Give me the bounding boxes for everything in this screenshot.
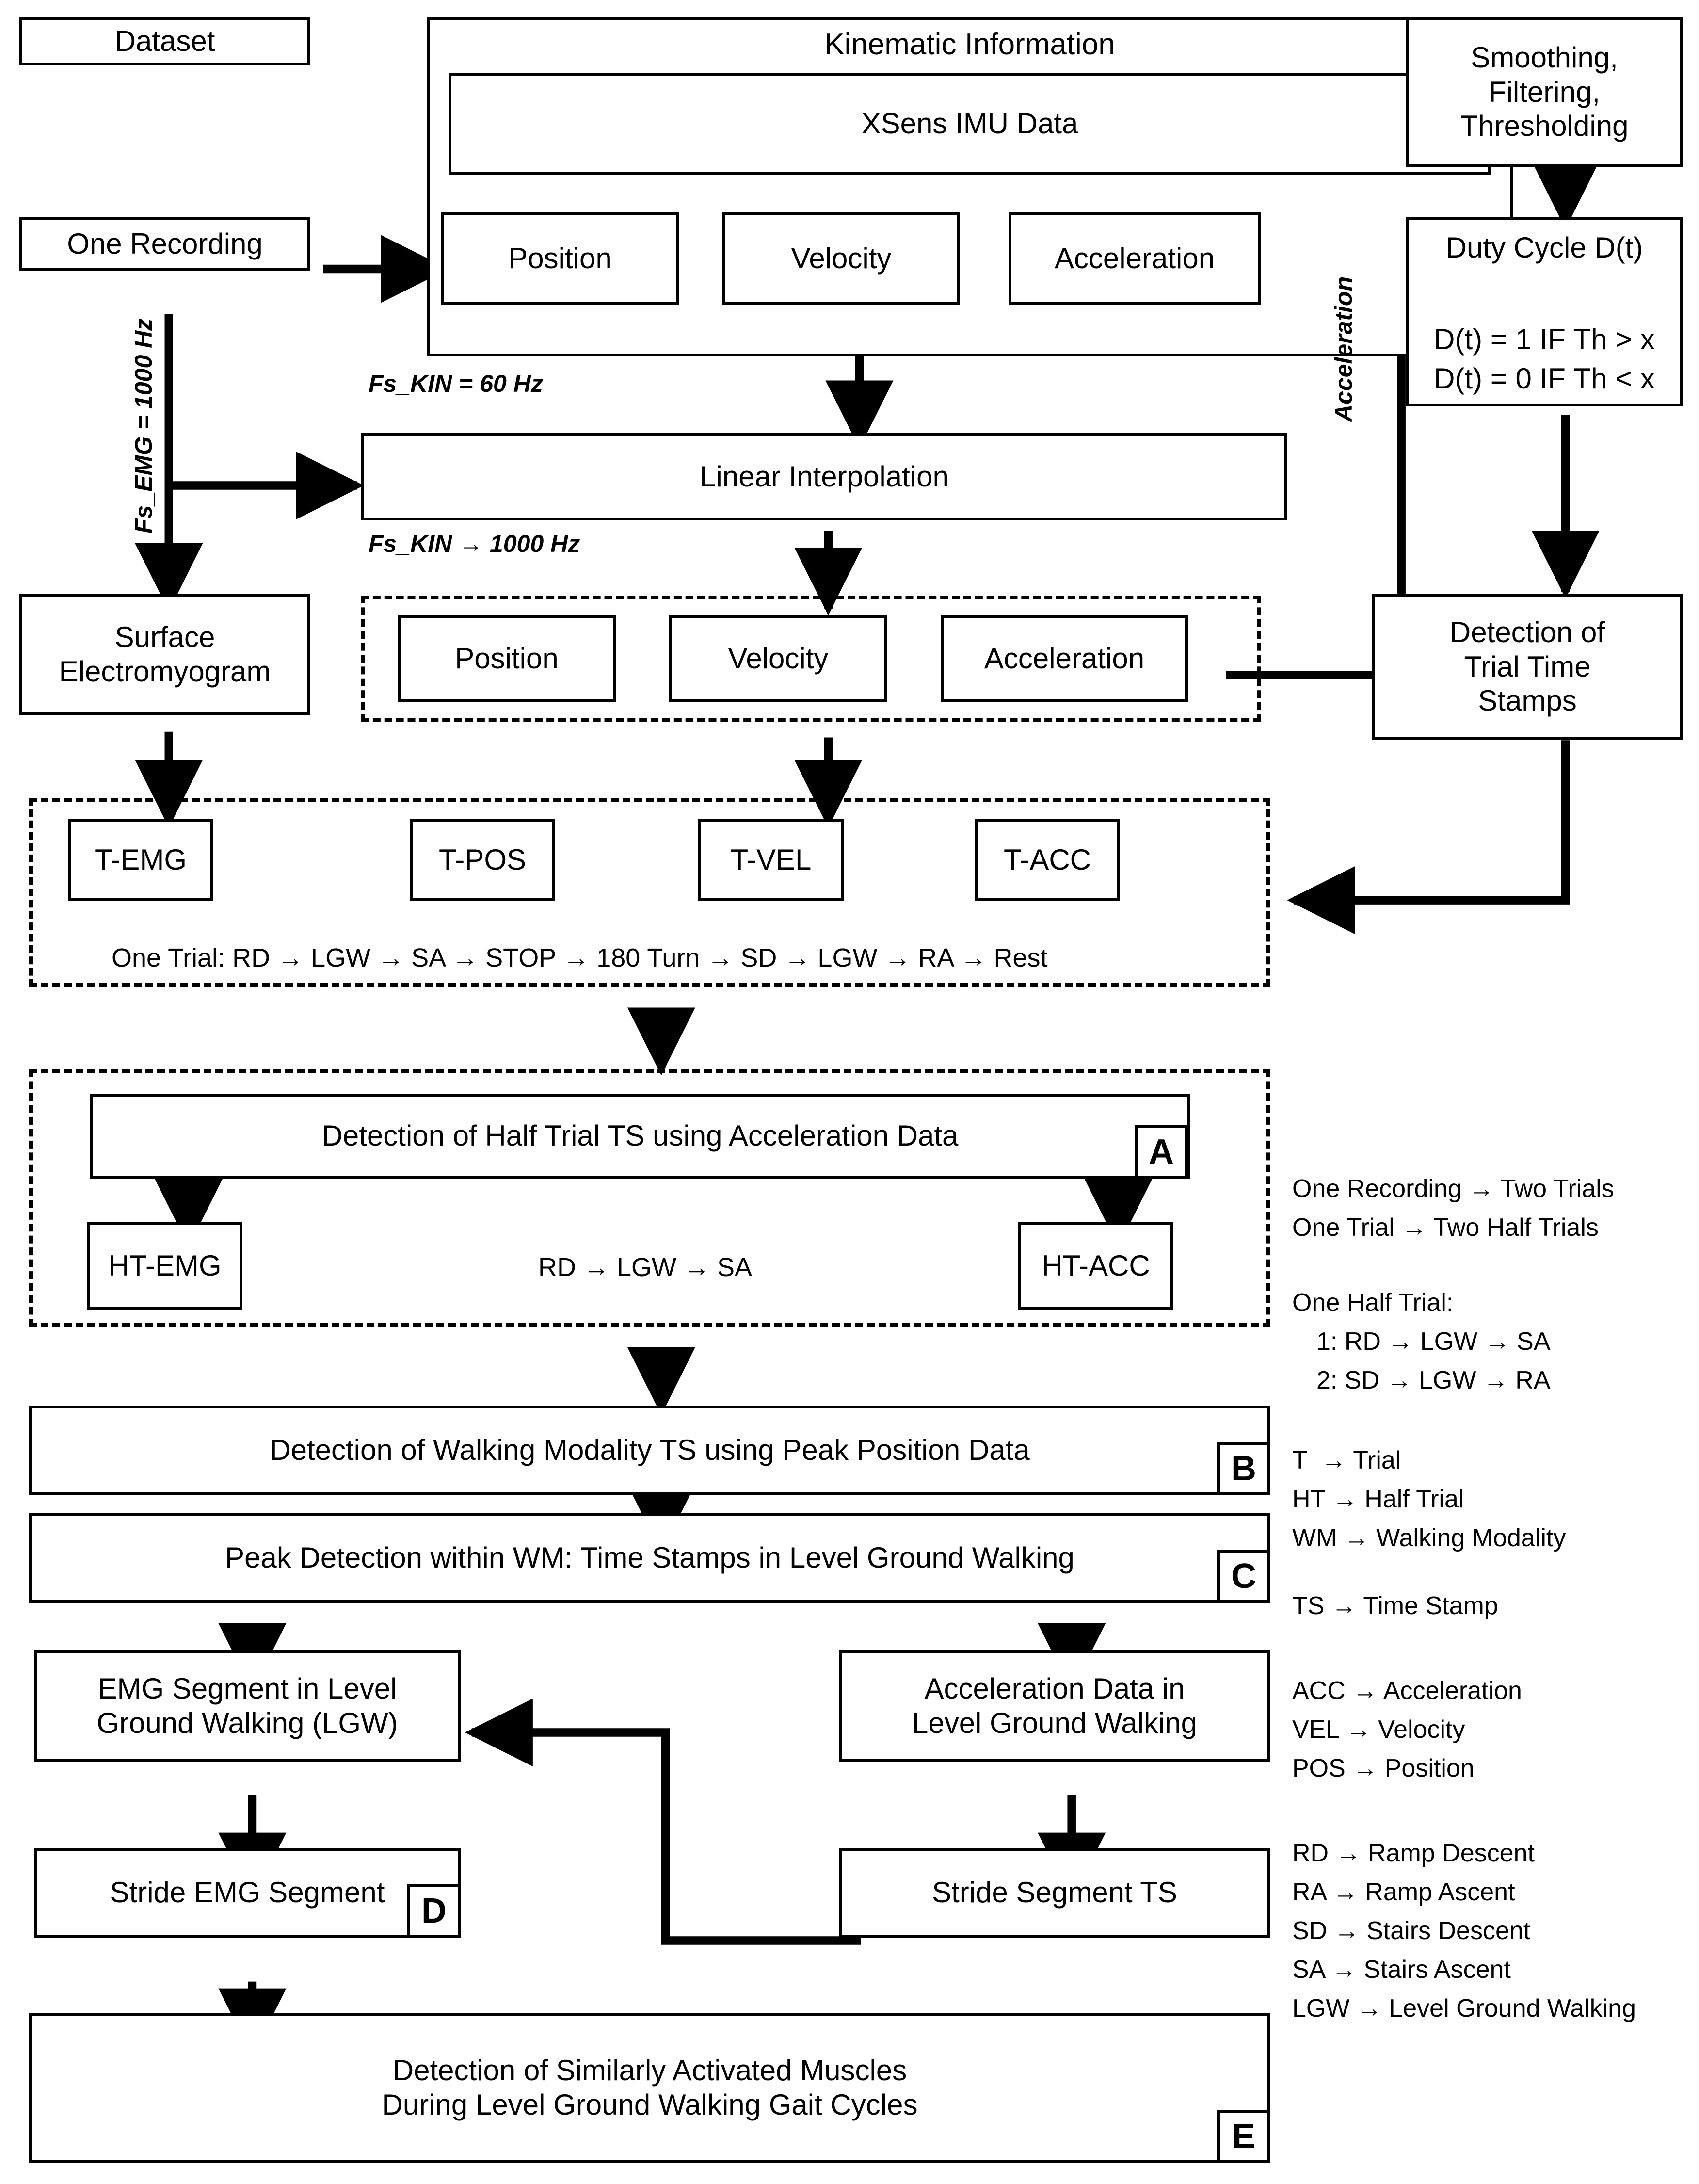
- node-emg-segment-lgw-label: EMG Segment in Level Ground Walking (LGW…: [96, 1672, 398, 1739]
- legend-abbr-sa: SA → Stairs Ascent: [1292, 1956, 1511, 1984]
- legend-half-trial-2: 2: SD → LGW → RA: [1316, 1366, 1551, 1394]
- legend-abbr-ht: HT → Half Trial: [1292, 1485, 1464, 1513]
- node-ht-emg[interactable]: HT-EMG: [87, 1222, 242, 1310]
- node-linear-interpolation[interactable]: Linear Interpolation: [361, 433, 1287, 520]
- node-dataset[interactable]: Dataset: [19, 17, 310, 65]
- node-t-vel[interactable]: T-VEL: [698, 819, 844, 901]
- node-duty-cycle-equation-1: D(t) = 1 IF Th > x: [1434, 323, 1655, 356]
- node-one-recording-label: One Recording: [67, 227, 263, 260]
- node-detection-similar-muscles[interactable]: Detection of Similarly Activated Muscles…: [29, 2013, 1270, 2163]
- tag-a: A: [1135, 1125, 1188, 1179]
- node-position-top[interactable]: Position: [441, 212, 679, 305]
- node-acceleration-interpolated-label: Acceleration: [984, 642, 1145, 675]
- tag-e-label: E: [1232, 2117, 1256, 2156]
- legend-one-trial-two-half-trials: One Trial → Two Half Trials: [1292, 1213, 1599, 1242]
- node-detection-walking-modality-ts-label: Detection of Walking Modality TS using P…: [270, 1434, 1030, 1467]
- legend-one-half-trial-header: One Half Trial:: [1292, 1289, 1454, 1317]
- node-ht-acc-label: HT-ACC: [1042, 1249, 1150, 1282]
- node-t-emg[interactable]: T-EMG: [68, 819, 213, 901]
- node-detection-half-trial-ts[interactable]: Detection of Half Trial TS using Acceler…: [90, 1094, 1190, 1179]
- node-detection-walking-modality-ts[interactable]: Detection of Walking Modality TS using P…: [29, 1406, 1270, 1495]
- node-velocity-interpolated[interactable]: Velocity: [669, 615, 887, 702]
- label-fs-emg: Fs_EMG = 1000 Hz: [130, 318, 157, 534]
- node-dataset-label: Dataset: [114, 24, 215, 57]
- tag-d-label: D: [421, 1892, 447, 1930]
- node-smoothing-filtering-thresholding-label: Smoothing, Filtering, Thresholding: [1460, 41, 1629, 143]
- tag-e: E: [1217, 2110, 1270, 2163]
- legend-half-trial-1: 1: RD → LGW → SA: [1316, 1327, 1551, 1356]
- legend-abbr-wm: WM → Walking Modality: [1292, 1524, 1566, 1552]
- legend-abbr-rd: RD → Ramp Descent: [1292, 1839, 1535, 1867]
- tag-b: B: [1217, 1442, 1270, 1495]
- node-t-pos[interactable]: T-POS: [410, 819, 555, 901]
- node-stride-emg-segment[interactable]: Stride EMG Segment: [34, 1848, 461, 1938]
- label-fs-kin-output: Fs_KIN → 1000 Hz: [369, 530, 580, 557]
- node-stride-segment-ts[interactable]: Stride Segment TS: [839, 1848, 1270, 1938]
- node-duty-cycle[interactable]: Duty Cycle D(t) D(t) = 1 IF Th > x D(t) …: [1406, 217, 1683, 406]
- node-ht-emg-label: HT-EMG: [108, 1249, 222, 1282]
- node-duty-cycle-title: Duty Cycle D(t): [1445, 231, 1643, 264]
- node-velocity-top[interactable]: Velocity: [722, 212, 960, 305]
- node-acceleration-top[interactable]: Acceleration: [1009, 212, 1261, 305]
- node-acceleration-interpolated[interactable]: Acceleration: [941, 615, 1188, 702]
- legend-abbr-lgw: LGW → Level Ground Walking: [1292, 1994, 1636, 2022]
- node-smoothing-filtering-thresholding[interactable]: Smoothing, Filtering, Thresholding: [1406, 17, 1683, 167]
- node-detection-trial-time-stamps-label: Detection of Trial Time Stamps: [1449, 615, 1605, 717]
- node-position-interpolated[interactable]: Position: [398, 615, 616, 702]
- node-peak-detection-wm-label: Peak Detection within WM: Time Stamps in…: [225, 1541, 1074, 1574]
- node-position-interpolated-label: Position: [455, 642, 559, 675]
- node-surface-electromyogram[interactable]: Surface Electromyogram: [19, 594, 310, 715]
- legend-abbr-acc: ACC → Acceleration: [1292, 1677, 1522, 1705]
- node-velocity-top-label: Velocity: [791, 242, 892, 275]
- legend-one-recording-two-trials: One Recording → Two Trials: [1292, 1175, 1614, 1203]
- node-stride-segment-ts-label: Stride Segment TS: [932, 1876, 1177, 1909]
- label-fs-kin-input: Fs_KIN = 60 Hz: [369, 370, 543, 397]
- node-one-recording[interactable]: One Recording: [19, 217, 310, 271]
- node-acceleration-data-lgw[interactable]: Acceleration Data in Level Ground Walkin…: [839, 1650, 1270, 1762]
- node-detection-trial-time-stamps[interactable]: Detection of Trial Time Stamps: [1372, 594, 1683, 740]
- node-detection-half-trial-ts-label: Detection of Half Trial TS using Acceler…: [321, 1119, 959, 1152]
- label-one-trial-sequence: One Trial: RD → LGW → SA → STOP → 180 Tu…: [112, 943, 1048, 972]
- legend-abbr-ts: TS → Time Stamp: [1292, 1592, 1498, 1620]
- node-detection-similar-muscles-label: Detection of Similarly Activated Muscles…: [382, 2054, 918, 2121]
- legend-abbr-vel: VEL → Velocity: [1292, 1715, 1465, 1744]
- tag-b-label: B: [1231, 1449, 1256, 1488]
- group-trial-signals: [29, 798, 1270, 987]
- legend-abbr-ra: RA → Ramp Ascent: [1292, 1878, 1515, 1906]
- tag-d: D: [407, 1884, 461, 1938]
- tag-a-label: A: [1149, 1132, 1174, 1171]
- node-t-acc-label: T-ACC: [1004, 843, 1091, 876]
- node-stride-emg-segment-label: Stride EMG Segment: [110, 1876, 385, 1909]
- node-emg-segment-lgw[interactable]: EMG Segment in Level Ground Walking (LGW…: [34, 1650, 461, 1762]
- node-position-top-label: Position: [508, 242, 612, 275]
- label-acceleration-feedback: Acceleration: [1330, 276, 1357, 422]
- group-kinematic-information-title: Kinematic Information: [824, 28, 1115, 61]
- tag-c: C: [1217, 1550, 1270, 1603]
- node-xsens-imu-data[interactable]: XSens IMU Data: [449, 73, 1491, 175]
- tag-c-label: C: [1231, 1557, 1256, 1596]
- node-xsens-imu-data-label: XSens IMU Data: [861, 107, 1078, 140]
- node-t-vel-label: T-VEL: [730, 843, 812, 876]
- legend-abbr-sd: SD → Stairs Descent: [1292, 1917, 1531, 1945]
- node-linear-interpolation-label: Linear Interpolation: [700, 460, 949, 493]
- node-velocity-interpolated-label: Velocity: [728, 642, 829, 675]
- group-half-trial: [29, 1069, 1270, 1327]
- node-surface-electromyogram-label: Surface Electromyogram: [59, 621, 271, 688]
- node-acceleration-top-label: Acceleration: [1054, 242, 1215, 275]
- node-t-pos-label: T-POS: [438, 843, 527, 876]
- legend-abbr-t: T → Trial: [1292, 1446, 1401, 1474]
- node-ht-acc[interactable]: HT-ACC: [1018, 1222, 1173, 1310]
- label-half-trial-sequence: RD → LGW → SA: [538, 1253, 753, 1282]
- node-peak-detection-wm[interactable]: Peak Detection within WM: Time Stamps in…: [29, 1513, 1270, 1603]
- node-duty-cycle-equation-2: D(t) = 0 IF Th < x: [1434, 362, 1655, 395]
- node-t-emg-label: T-EMG: [95, 843, 187, 876]
- node-acceleration-data-lgw-label: Acceleration Data in Level Ground Walkin…: [912, 1672, 1198, 1739]
- node-t-acc[interactable]: T-ACC: [975, 819, 1120, 901]
- legend-abbr-pos: POS → Position: [1292, 1754, 1475, 1782]
- group-interpolated-kinematics: [361, 596, 1261, 722]
